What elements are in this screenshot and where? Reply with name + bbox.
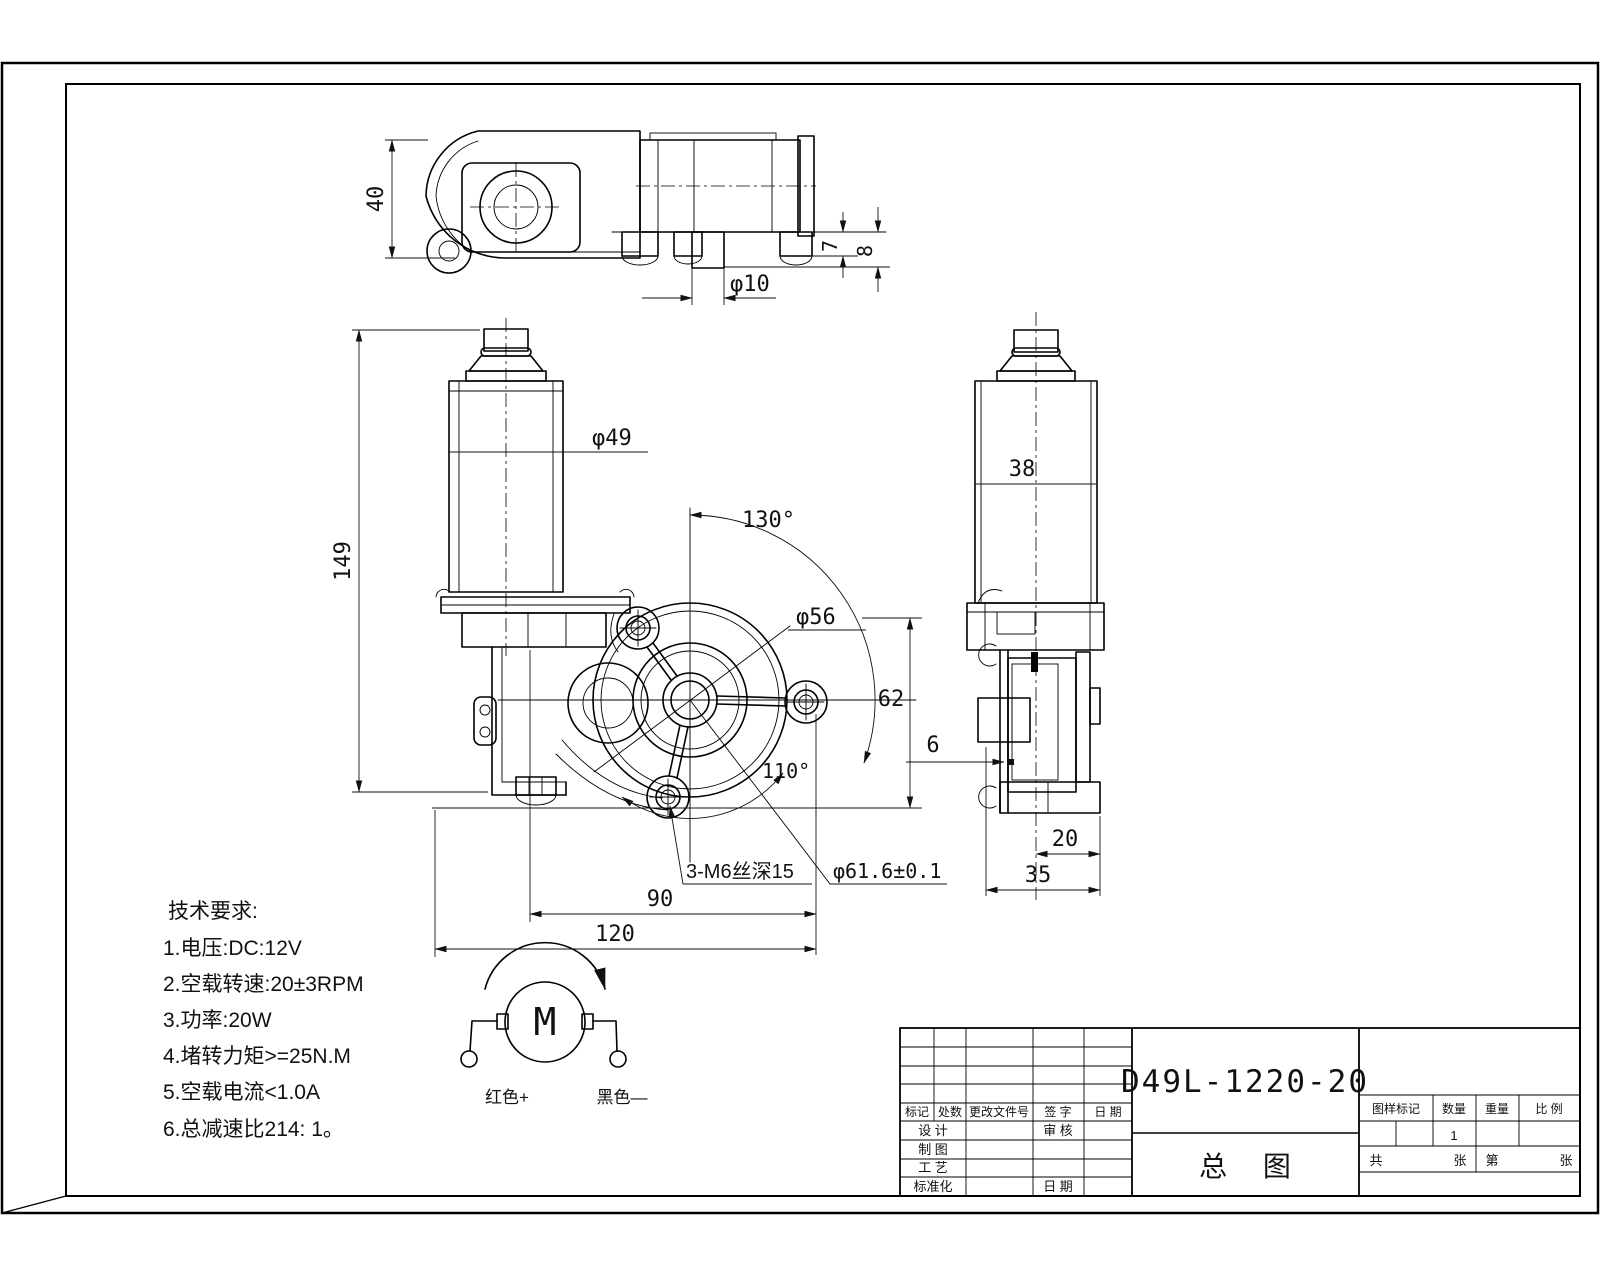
dim-8: 8 bbox=[853, 245, 877, 257]
bolt-boss-top bbox=[616, 606, 660, 650]
dim-7: 7 bbox=[818, 240, 842, 252]
tech-item-2: 2.空载转速:20±3RPM bbox=[163, 973, 364, 996]
dim-6: 6 bbox=[926, 733, 939, 758]
tb-draft-label: 制 图 bbox=[918, 1142, 948, 1157]
wire-positive-label: 红色+ bbox=[485, 1088, 529, 1107]
wire-negative-label: 黑色— bbox=[597, 1088, 648, 1107]
title-block: 标记 处数 更改文件号 签 字 日 期 设 计 审 核 制 图 工 艺 标准化 … bbox=[899, 1027, 1581, 1197]
dim-38: 38 bbox=[1009, 457, 1036, 482]
tech-item-5: 5.空载电流<1.0A bbox=[163, 1081, 320, 1104]
dim-bolt-circle: φ61.6±0.1 bbox=[833, 859, 941, 883]
tb-rev-date: 日 期 bbox=[1094, 1105, 1121, 1119]
front-view: φ49 130° φ56 110° 3-M6丝深15 φ61.6±0.1 149… bbox=[331, 318, 947, 957]
tech-item-1: 1.电压:DC:12V bbox=[163, 937, 302, 960]
tb-date-label: 日 期 bbox=[1043, 1179, 1073, 1194]
dim-phi56: φ56 bbox=[796, 605, 836, 630]
top-view: 40 7 8 φ10 bbox=[364, 130, 890, 305]
drawing-frame bbox=[0, 61, 1600, 1215]
drawing-name: 总 图 bbox=[1199, 1151, 1305, 1182]
tb-sheets-total-label: 共 bbox=[1369, 1153, 1382, 1168]
tb-qty-value: 1 bbox=[1450, 1128, 1457, 1143]
tb-scale-header: 比 例 bbox=[1535, 1102, 1562, 1116]
bolt-boss-bottom bbox=[646, 775, 690, 819]
dim-120: 120 bbox=[595, 922, 635, 947]
dim-thread-note: 3-M6丝深15 bbox=[686, 860, 794, 883]
tb-rev-sign: 签 字 bbox=[1044, 1104, 1071, 1119]
dim-phi10: φ10 bbox=[730, 272, 770, 297]
dim-20: 20 bbox=[1052, 827, 1079, 852]
tb-design-label: 设 计 bbox=[918, 1123, 948, 1138]
tb-standard-label: 标准化 bbox=[913, 1179, 952, 1194]
part-number: D49L-1220-20 bbox=[1121, 1064, 1369, 1100]
tb-sheet-no-unit: 张 bbox=[1559, 1153, 1572, 1168]
side-view: 38 6 20 35 bbox=[906, 312, 1105, 900]
tb-weight-header: 重量 bbox=[1485, 1102, 1509, 1116]
tb-qty-header: 数量 bbox=[1442, 1101, 1466, 1116]
tb-process-label: 工 艺 bbox=[918, 1160, 948, 1175]
tech-title: 技术要求: bbox=[168, 900, 258, 923]
bolt-boss-right bbox=[784, 680, 828, 724]
dim-62: 62 bbox=[878, 687, 905, 712]
tb-rev-count: 处数 bbox=[938, 1104, 962, 1119]
tb-rev-mark: 标记 bbox=[905, 1105, 929, 1119]
tech-item-6: 6.总减速比214: 1。 bbox=[163, 1118, 344, 1141]
tb-audit-label: 审 核 bbox=[1043, 1123, 1073, 1138]
dim-40: 40 bbox=[364, 186, 389, 213]
tb-sheet-no-label: 第 bbox=[1485, 1153, 1498, 1168]
rotation-arrow-icon bbox=[484, 941, 606, 991]
tech-item-3: 3.功率:20W bbox=[163, 1009, 272, 1032]
tech-item-4: 4.堵转力矩>=25N.M bbox=[163, 1045, 351, 1068]
tb-sheets-total-unit: 张 bbox=[1453, 1153, 1466, 1168]
tb-mark-header: 图样标记 bbox=[1372, 1101, 1420, 1116]
tech-requirements: 技术要求: 1.电压:DC:12V 2.空载转速:20±3RPM 3.功率:20… bbox=[163, 900, 364, 1141]
motor-wiring-diagram: M 红色+ 黑色— bbox=[460, 941, 648, 1107]
dim-130deg: 130° bbox=[742, 508, 795, 533]
dim-149: 149 bbox=[331, 541, 356, 581]
tb-rev-doc: 更改文件号 bbox=[969, 1104, 1029, 1119]
dim-35: 35 bbox=[1025, 863, 1052, 888]
dim-110deg: 110° bbox=[762, 759, 810, 783]
dim-phi49: φ49 bbox=[592, 426, 632, 451]
motor-circle-icon bbox=[504, 981, 586, 1063]
dim-90: 90 bbox=[647, 887, 674, 912]
motor-letter: M bbox=[534, 1000, 557, 1044]
